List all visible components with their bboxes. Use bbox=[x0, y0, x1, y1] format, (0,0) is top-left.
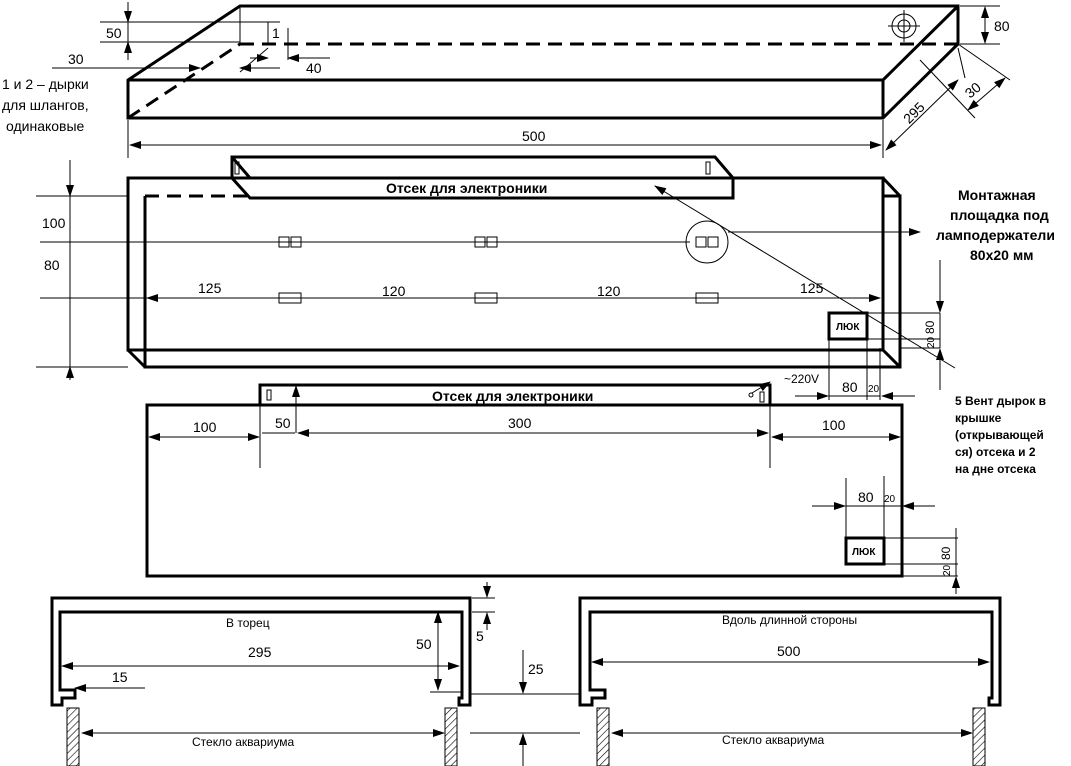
hatch-height-20: 20 bbox=[926, 336, 937, 348]
long-profile-title: Вдоль длинной стороны bbox=[722, 613, 857, 627]
dim-125-left: 125 bbox=[198, 280, 222, 296]
dim-120-b: 120 bbox=[597, 283, 621, 299]
vent-note-line4: ся) отсека и 2 bbox=[955, 445, 1036, 459]
end-glass-label: Стекло аквариума bbox=[192, 735, 295, 749]
hatch-lid bbox=[844, 536, 886, 566]
vent-note-line3: (открывающей bbox=[955, 428, 1044, 442]
hatch-front-label: ЛЮК bbox=[836, 322, 860, 333]
hatch-front bbox=[827, 311, 869, 341]
mount-note-line2: площадка под bbox=[950, 207, 1049, 223]
lid-dim-100-left: 100 bbox=[193, 419, 217, 435]
end-profile: В торец 295 15 50 5 25 Стекло аквариума bbox=[50, 582, 580, 766]
long-dim-500: 500 bbox=[777, 643, 801, 659]
dim-80: 80 bbox=[44, 257, 60, 273]
target-icon bbox=[888, 10, 920, 42]
dim-125-right: 125 bbox=[800, 280, 824, 296]
dim-100: 100 bbox=[42, 215, 66, 231]
hose-note-line1: 1 и 2 – дырки bbox=[2, 76, 89, 92]
mount-note-line3: ламподержатели bbox=[936, 227, 1055, 243]
lid-dim-50: 50 bbox=[275, 415, 291, 431]
hatch-width-80: 80 bbox=[842, 379, 858, 395]
long-profile: Вдоль длинной стороны 500 Стекло аквариу… bbox=[578, 596, 1002, 766]
lid-dim-300: 300 bbox=[508, 415, 532, 431]
dim-295: 295 bbox=[900, 99, 928, 127]
front-view: Отсек для электроники 100 80 125 120 120… bbox=[36, 155, 1055, 476]
lid-hatch-height-80: 80 bbox=[939, 546, 953, 560]
long-glass-label: Стекло аквариума bbox=[722, 733, 825, 747]
dim-30: 30 bbox=[68, 51, 84, 67]
dim-40: 40 bbox=[306, 60, 322, 76]
hose-note-line3: одинаковые bbox=[6, 118, 85, 134]
lid-hatch-height-20: 20 bbox=[942, 564, 953, 576]
vent-note-line1: 5 Вент дырок в bbox=[955, 394, 1046, 408]
end-dim-15: 15 bbox=[112, 669, 128, 685]
end-profile-title: В торец bbox=[226, 616, 270, 630]
lid-view: ~220V Отсек для электроники 100 50 300 1… bbox=[145, 372, 960, 594]
dim-80-height: 80 bbox=[994, 18, 1010, 34]
dim-30-depth: 30 bbox=[962, 79, 984, 101]
dim-1: 1 bbox=[272, 25, 280, 41]
end-dim-50: 50 bbox=[416, 636, 432, 652]
lamp-holders bbox=[278, 236, 719, 304]
lid-compartment-label: Отсек для электроники bbox=[432, 388, 593, 404]
hatch-lid-label: ЛЮК bbox=[852, 547, 876, 558]
mount-note-line4: 80x20 мм bbox=[970, 247, 1034, 263]
vent-note-line5: на дне отсека bbox=[955, 462, 1036, 476]
power-label: ~220V bbox=[784, 372, 819, 386]
end-dim-5: 5 bbox=[476, 628, 484, 644]
dim-500: 500 bbox=[522, 128, 546, 144]
hatch-height-80: 80 bbox=[923, 320, 937, 334]
dim-120-a: 120 bbox=[382, 283, 406, 299]
lid-dim-100-right: 100 bbox=[822, 417, 846, 433]
hose-note-line2: для шлангов, bbox=[2, 97, 89, 113]
front-compartment-label: Отсек для электроники bbox=[386, 180, 547, 196]
vent-note-line2: крышке bbox=[955, 411, 1002, 425]
lid-hatch-width-20: 20 bbox=[884, 494, 896, 505]
top-isometric-view: 50 1 30 40 1 и 2 – дырки для шлангов, од… bbox=[2, 2, 1011, 158]
hatch-width-20: 20 bbox=[868, 384, 880, 395]
lid-hatch-width-80: 80 bbox=[858, 489, 874, 505]
mount-note-line1: Монтажная bbox=[958, 187, 1036, 203]
end-dim-295: 295 bbox=[248, 644, 272, 660]
dim-50: 50 bbox=[106, 25, 122, 41]
end-dim-25: 25 bbox=[528, 661, 544, 677]
